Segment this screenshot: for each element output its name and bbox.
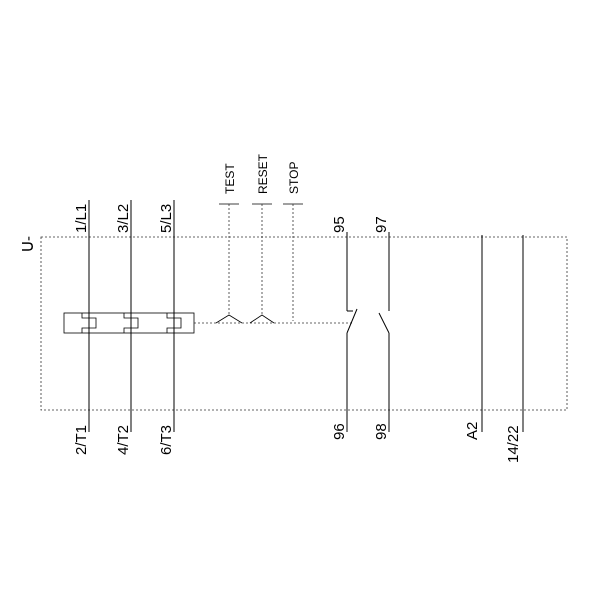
terminal-label-l2: 3/L2 bbox=[115, 204, 132, 233]
terminal-label-a2: A2 bbox=[464, 422, 481, 440]
terminal-label-l1: 1/L1 bbox=[73, 204, 90, 233]
terminal-label-t2: 4/T2 bbox=[115, 425, 132, 455]
terminal-label-97: 97 bbox=[373, 216, 390, 233]
thermal-element-l1 bbox=[81, 313, 97, 333]
thermal-element-l2 bbox=[123, 313, 139, 333]
test-label: TEST bbox=[223, 163, 237, 194]
reset-button-mechanism bbox=[249, 314, 275, 324]
reset-label: RESET bbox=[256, 153, 270, 194]
terminal-label-95: 95 bbox=[331, 216, 348, 233]
terminal-label-96: 96 bbox=[331, 423, 348, 440]
thermal-element-l3 bbox=[166, 313, 182, 333]
terminal-label-14-22: 14/22 bbox=[505, 425, 522, 463]
test-button-mechanism bbox=[215, 314, 243, 324]
terminal-label-98: 98 bbox=[373, 423, 390, 440]
terminal-label-l3: 5/L3 bbox=[158, 204, 175, 233]
device-symbol: ᑌ- bbox=[20, 236, 37, 252]
terminal-label-t3: 6/T3 bbox=[158, 425, 175, 455]
device-enclosure bbox=[40, 236, 568, 411]
no-contact-blade bbox=[378, 312, 390, 334]
nc-contact-blade bbox=[346, 308, 358, 334]
terminal-label-t1: 2/T1 bbox=[73, 425, 90, 455]
stop-label: STOP bbox=[287, 162, 301, 194]
